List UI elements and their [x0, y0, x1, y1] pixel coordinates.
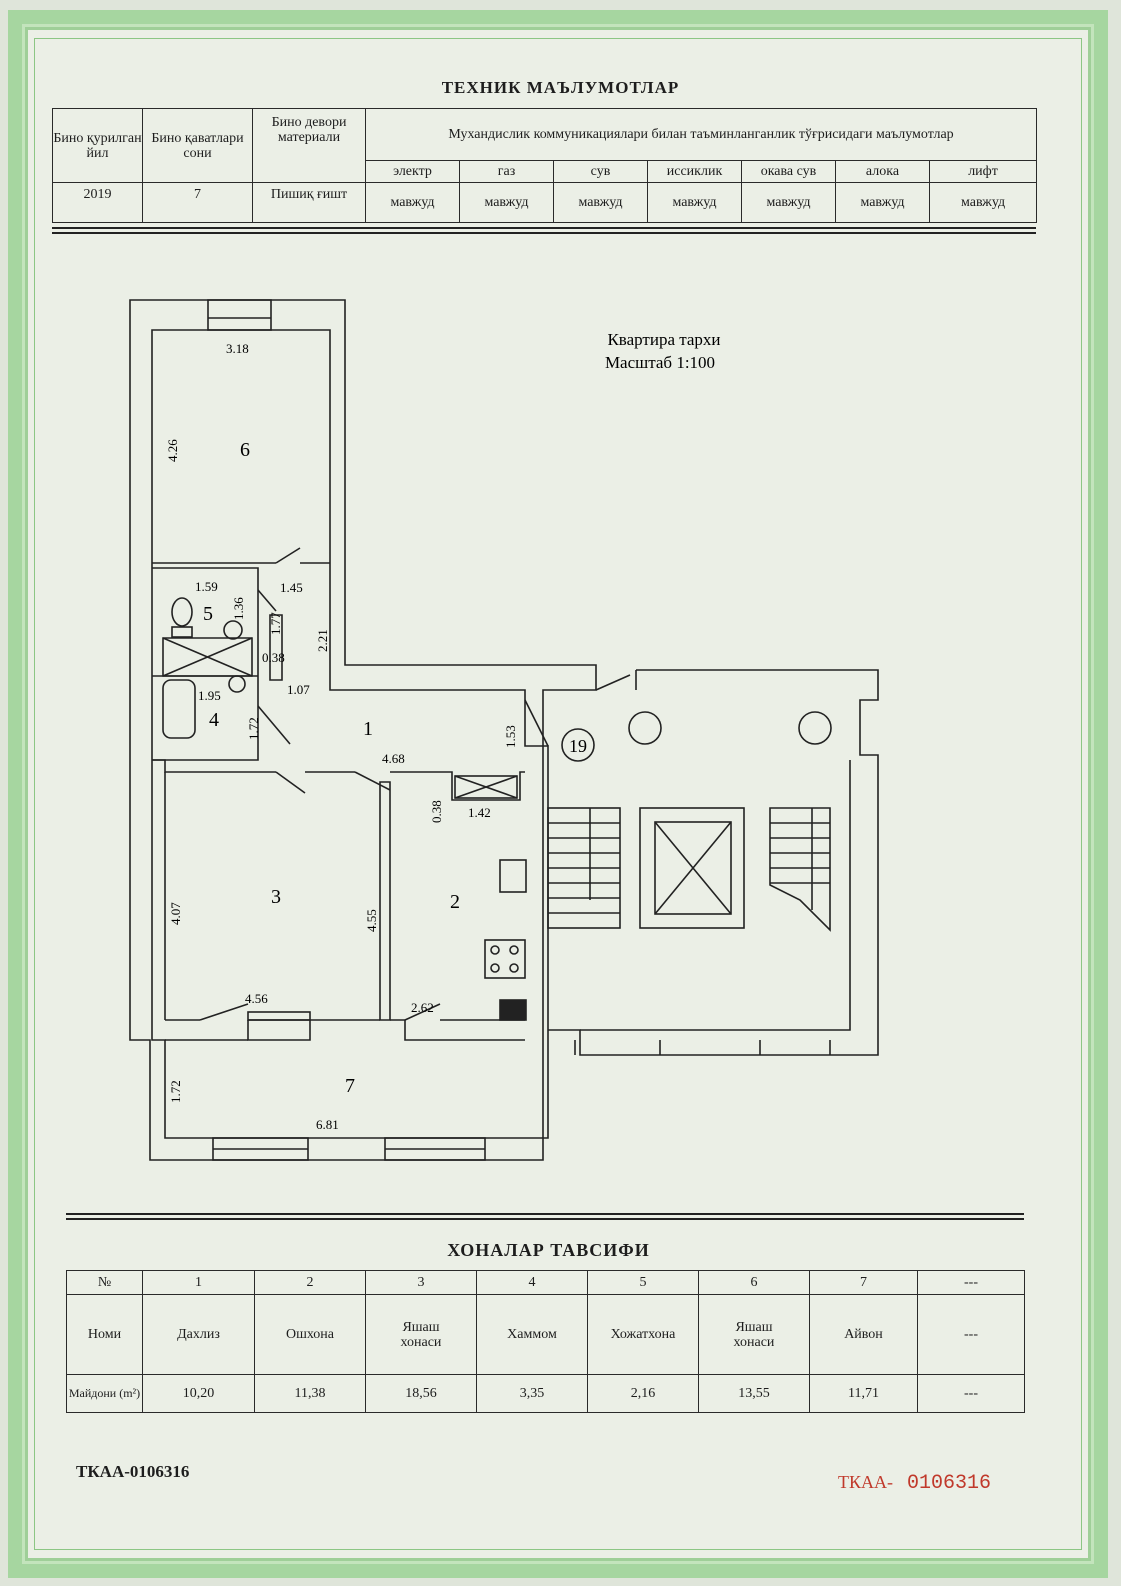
- room-number-6: 6: [240, 439, 250, 461]
- room-no: 4: [476, 1270, 588, 1295]
- serial-right-prefix: ТКАА-: [838, 1472, 893, 1492]
- room-name: Айвон: [809, 1294, 918, 1375]
- room-area: 13,55: [698, 1374, 810, 1413]
- room-area: 11,38: [254, 1374, 366, 1413]
- plan-caption-line1: Квартира тархи: [607, 330, 720, 349]
- utility-value: мавжуд: [365, 182, 460, 223]
- room-no: 7: [809, 1270, 918, 1295]
- dim-label: 1.45: [280, 580, 303, 595]
- room-name: Дахлиз: [142, 1294, 255, 1375]
- year-value: 2019: [52, 182, 143, 223]
- outer-wall: [129, 299, 597, 1161]
- dim-label: 1.72: [168, 1080, 183, 1103]
- apartment-number-circle: [561, 728, 595, 762]
- utility-name: алока: [835, 160, 930, 183]
- dim-label: 4.07: [168, 902, 183, 925]
- dim-label: 2.21: [315, 629, 330, 652]
- dim-label: 4.56: [245, 991, 268, 1006]
- dim-label: 1.53: [503, 725, 518, 748]
- dim-label: 6.81: [316, 1117, 339, 1132]
- room-number-3: 3: [271, 886, 281, 908]
- col-comm-header: Мухандислик коммуникациялари билан таъми…: [364, 108, 1038, 161]
- room-number-1: 1: [363, 718, 373, 740]
- rooms-title: ХОНАЛАР ТАВСИФИ: [447, 1240, 650, 1260]
- tech-info-title: ТЕХНИК МАЪЛУМОТЛАР: [441, 78, 680, 97]
- utility-value: мавжуд: [553, 182, 648, 223]
- room-area: ---: [917, 1374, 1025, 1413]
- rooms-no-label: №: [66, 1270, 143, 1295]
- stair-block: [548, 669, 879, 1056]
- room-no: ---: [917, 1270, 1025, 1295]
- dim-label: 2.62: [411, 1000, 434, 1015]
- utility-name: иссиклик: [647, 160, 742, 183]
- room3-top-wall: [152, 759, 440, 773]
- plan-caption-line2: Масштаб 1:100: [605, 353, 715, 372]
- utility-value: мавжуд: [741, 182, 836, 223]
- dim-label: 1.59: [195, 579, 218, 594]
- utility-name: электр: [365, 160, 460, 183]
- room-number-2: 2: [450, 891, 460, 913]
- room-area: 10,20: [142, 1374, 255, 1413]
- dim-label: 1.72: [246, 717, 261, 740]
- room3-room2-wall: [379, 781, 391, 1021]
- rooms-table: № 1 2 3 4 5 6 7 --- Номи Дахлиз Ошхона Я…: [66, 1270, 1025, 1413]
- room-name: Хаммом: [476, 1294, 588, 1375]
- dim-label: 1.07: [287, 682, 310, 697]
- col-floors-header: Бино қаватлари сони: [142, 108, 253, 183]
- dim-label: 4.68: [382, 751, 405, 766]
- room-no: 6: [698, 1270, 810, 1295]
- room-no: 2: [254, 1270, 366, 1295]
- dim-label: 3.18: [226, 341, 249, 356]
- room-number-7: 7: [345, 1075, 355, 1097]
- serial-left: ТКАА-0106316: [76, 1462, 190, 1481]
- room-no: 1: [142, 1270, 255, 1295]
- serial-right: ТКАА- 0106316: [838, 1472, 991, 1495]
- utility-name: лифт: [928, 160, 1038, 183]
- room-area: 18,56: [365, 1374, 477, 1413]
- room-name: Хожатхона: [587, 1294, 699, 1375]
- rooms-area-label: Майдони (m²): [66, 1374, 143, 1413]
- room-name: ---: [917, 1294, 1025, 1375]
- inner-frame: [34, 38, 1082, 1550]
- room-area: 3,35: [476, 1374, 588, 1413]
- dim-label: 1.42: [468, 805, 491, 820]
- apartment-number: 19: [569, 736, 587, 756]
- separator-top: [52, 227, 1036, 234]
- room-name: Яшаш хонаси: [698, 1294, 810, 1375]
- utility-value: мавжуд: [835, 182, 930, 223]
- room-no: 3: [365, 1270, 477, 1295]
- utility-value: мавжуд: [459, 182, 554, 223]
- dim-label: 4.55: [364, 909, 379, 932]
- dim-label: 1.36: [231, 597, 246, 620]
- dim-label: 0.38: [262, 650, 285, 665]
- room-number-5: 5: [203, 603, 213, 625]
- room-area: 2,16: [587, 1374, 699, 1413]
- dim-label: 0.38: [429, 800, 444, 823]
- separator-bottom: [66, 1213, 1024, 1220]
- serial-right-number: 0106316: [907, 1472, 992, 1495]
- wall-value: Пишиқ ғишт: [252, 182, 366, 223]
- room-number-4: 4: [209, 709, 219, 731]
- floors-value: 7: [142, 182, 253, 223]
- room-name: Ошхона: [254, 1294, 366, 1375]
- room-name: Яшаш хонаси: [365, 1294, 477, 1375]
- dim-label: 1.95: [198, 688, 221, 703]
- dim-label: 4.26: [165, 439, 180, 462]
- rooms-name-label: Номи: [66, 1294, 143, 1375]
- room-area: 11,71: [809, 1374, 918, 1413]
- dim-label: 1.77: [268, 612, 283, 635]
- tech-info-table: Бино қурилган йил Бино қаватлари сони Би…: [52, 108, 1038, 223]
- room-no: 5: [587, 1270, 699, 1295]
- utility-value: мавжуд: [928, 182, 1038, 223]
